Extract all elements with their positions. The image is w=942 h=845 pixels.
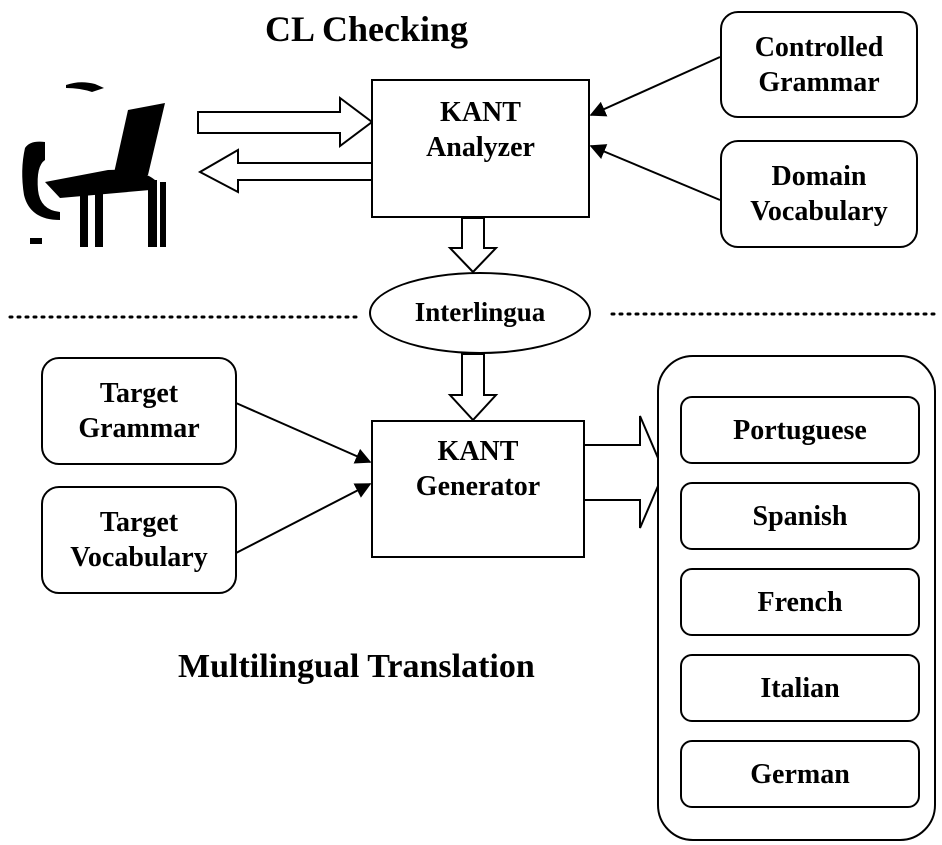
language-german: German bbox=[680, 740, 920, 808]
language-label: French bbox=[757, 586, 843, 618]
target-vocabulary-box: Target Vocabulary bbox=[41, 486, 237, 594]
arrow-analyzer-to-interlingua bbox=[447, 217, 499, 274]
language-label: German bbox=[750, 758, 850, 790]
interlingua-label: Interlingua bbox=[414, 297, 546, 328]
domain-vocabulary-line2: Vocabulary bbox=[750, 196, 888, 227]
language-label: Italian bbox=[760, 672, 840, 704]
domain-vocabulary-line1: Domain bbox=[771, 161, 867, 192]
generator-line1: KANT bbox=[437, 436, 519, 467]
language-italian: Italian bbox=[680, 654, 920, 722]
target-grammar-line2: Grammar bbox=[78, 413, 200, 444]
arrow-domain-vocabulary bbox=[589, 144, 721, 201]
target-grammar-line1: Target bbox=[99, 378, 179, 409]
language-label: Portuguese bbox=[733, 414, 867, 446]
kant-analyzer-box: KANT Analyzer bbox=[371, 79, 590, 218]
target-grammar-box: Target Grammar bbox=[41, 357, 237, 465]
target-vocabulary-line1: Target bbox=[99, 507, 179, 538]
arrow-to-analyzer bbox=[197, 96, 374, 148]
target-vocabulary-line2: Vocabulary bbox=[70, 542, 208, 573]
language-portuguese: Portuguese bbox=[680, 396, 920, 464]
arrow-target-grammar bbox=[235, 402, 372, 464]
cl-checking-title: CL Checking bbox=[265, 9, 469, 49]
user-computer-icon bbox=[22, 82, 166, 247]
arrow-to-user bbox=[197, 148, 373, 194]
controlled-grammar-line2: Grammar bbox=[758, 66, 880, 98]
generator-line2: Generator bbox=[415, 471, 541, 502]
arrow-controlled-grammar bbox=[589, 56, 721, 117]
arrow-generator-to-languages bbox=[585, 415, 666, 529]
arrow-interlingua-to-generator bbox=[447, 353, 499, 422]
domain-vocabulary-box: Domain Vocabulary bbox=[720, 140, 918, 248]
analyzer-line1: KANT bbox=[440, 97, 521, 128]
language-label: Spanish bbox=[752, 500, 848, 532]
analyzer-line2: Analyzer bbox=[426, 132, 535, 163]
arrow-target-vocabulary bbox=[235, 483, 372, 554]
multilingual-translation-title: Multilingual Translation bbox=[178, 648, 535, 685]
controlled-grammar-line1: Controlled bbox=[754, 31, 884, 63]
interlingua-node: Interlingua bbox=[369, 272, 591, 354]
controlled-grammar-box: Controlled Grammar bbox=[720, 11, 918, 118]
kant-generator-box: KANT Generator bbox=[371, 420, 585, 558]
language-french: French bbox=[680, 568, 920, 636]
language-spanish: Spanish bbox=[680, 482, 920, 550]
